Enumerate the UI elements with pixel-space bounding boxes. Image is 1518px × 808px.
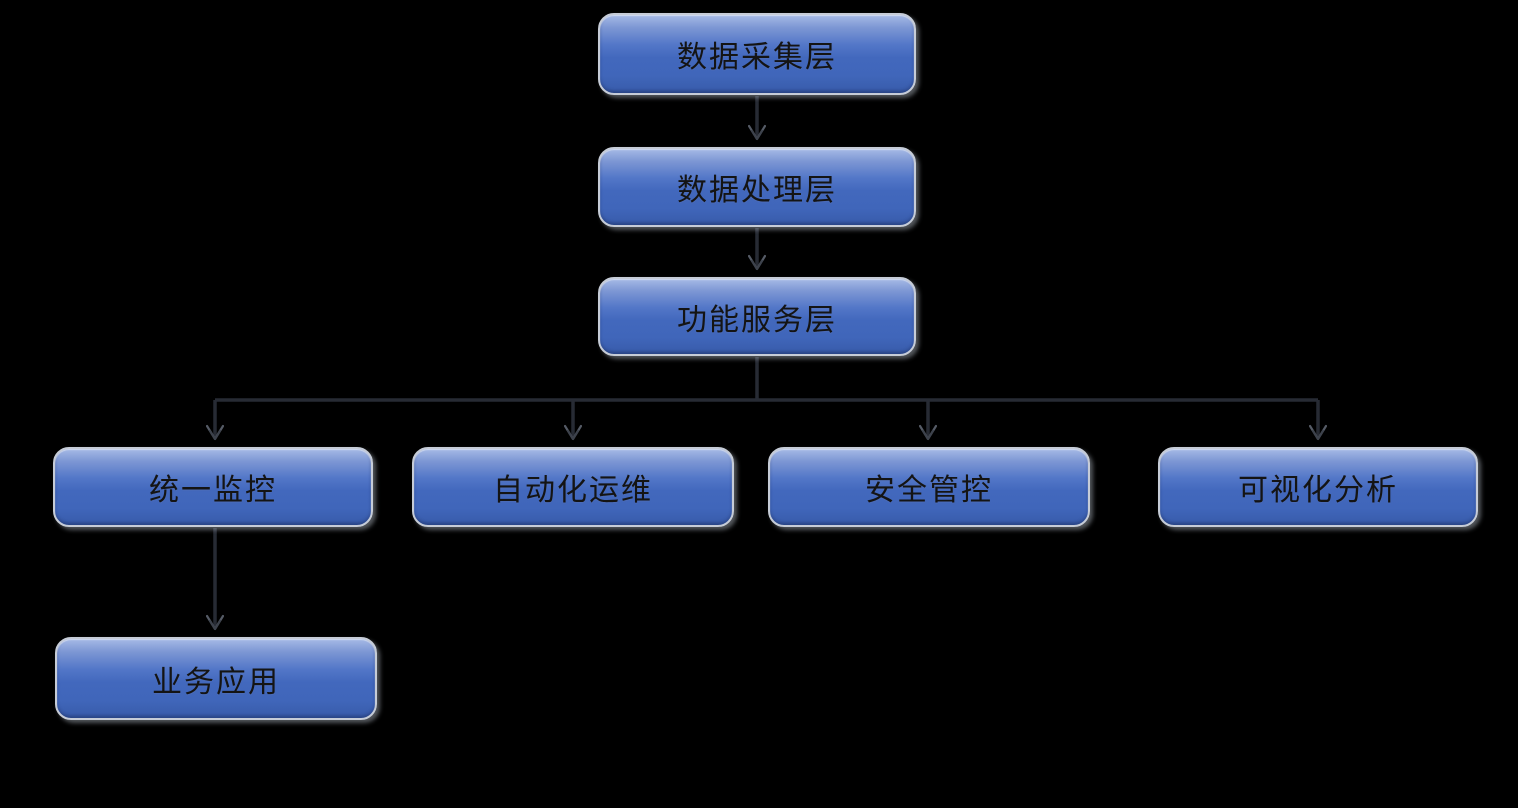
node-security-control: 安全管控 bbox=[768, 447, 1090, 527]
node-label-function-service-layer: 功能服务层 bbox=[677, 302, 837, 338]
node-label-unified-monitoring: 统一监控 bbox=[149, 473, 277, 508]
node-label-automated-operations: 自动化运维 bbox=[493, 473, 653, 508]
node-function-service-layer: 功能服务层 bbox=[598, 277, 916, 356]
node-label-data-collection-layer: 数据采集层 bbox=[677, 40, 837, 75]
node-label-visualization-analysis: 可视化分析 bbox=[1238, 473, 1398, 508]
node-label-business-application: 业务应用 bbox=[152, 664, 280, 700]
node-business-application: 业务应用 bbox=[55, 637, 377, 720]
node-visualization-analysis: 可视化分析 bbox=[1158, 447, 1478, 527]
node-automated-operations: 自动化运维 bbox=[412, 447, 734, 527]
node-unified-monitoring: 统一监控 bbox=[53, 447, 373, 527]
node-label-security-control: 安全管控 bbox=[865, 473, 993, 508]
node-label-data-processing-layer: 数据处理层 bbox=[677, 173, 837, 208]
node-data-processing-layer: 数据处理层 bbox=[598, 147, 916, 227]
node-data-collection-layer: 数据采集层 bbox=[598, 13, 916, 95]
